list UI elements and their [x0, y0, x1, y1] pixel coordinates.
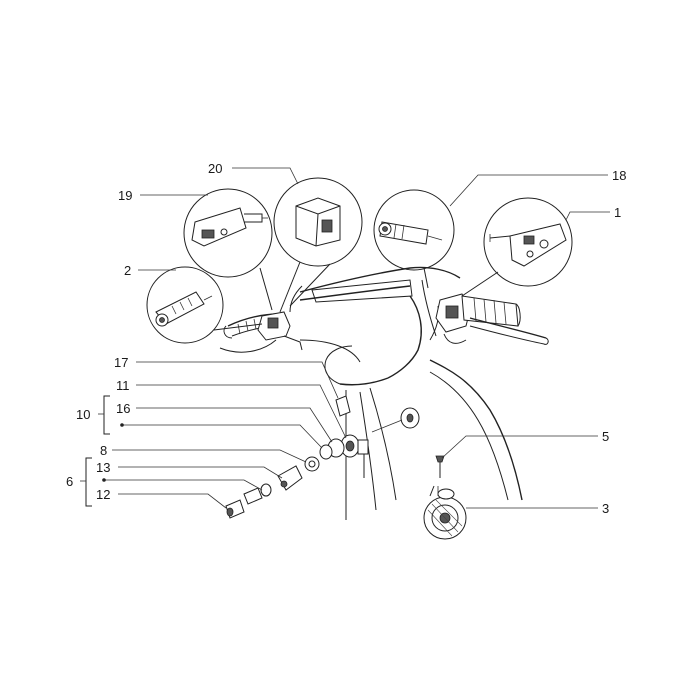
- exploded-parts-stack: [225, 395, 467, 540]
- callout-13: 19: [118, 188, 132, 203]
- callout-5: 5: [602, 429, 609, 444]
- callout-labels: 20 19 2 18 1 17 11 10 16 8 13 6 12 5 3: [66, 161, 626, 516]
- callout-20: 20: [208, 161, 222, 176]
- callout-8: 8: [100, 443, 107, 458]
- callout-10: 10: [76, 407, 90, 422]
- inset-detail-1: [461, 197, 573, 297]
- callout-12: 18: [612, 168, 626, 183]
- callout-17: 13: [96, 460, 110, 475]
- callout-19: 17: [114, 355, 128, 370]
- callout-1: 1: [614, 205, 621, 220]
- callout-3: 3: [602, 501, 609, 516]
- callout-16: 12: [96, 487, 110, 502]
- inset-detail-12: [373, 189, 455, 289]
- inset-detail-2: [146, 266, 263, 344]
- callout-11: 11: [116, 378, 130, 393]
- callout-2: 2: [124, 263, 131, 278]
- callout-18: 16: [116, 401, 130, 416]
- callout-6: 6: [66, 474, 73, 489]
- inset-detail-20: [273, 177, 363, 313]
- handlebar-headset-drawing: [219, 266, 549, 520]
- leader-lines: [80, 167, 610, 509]
- inset-detail-13: [183, 188, 273, 311]
